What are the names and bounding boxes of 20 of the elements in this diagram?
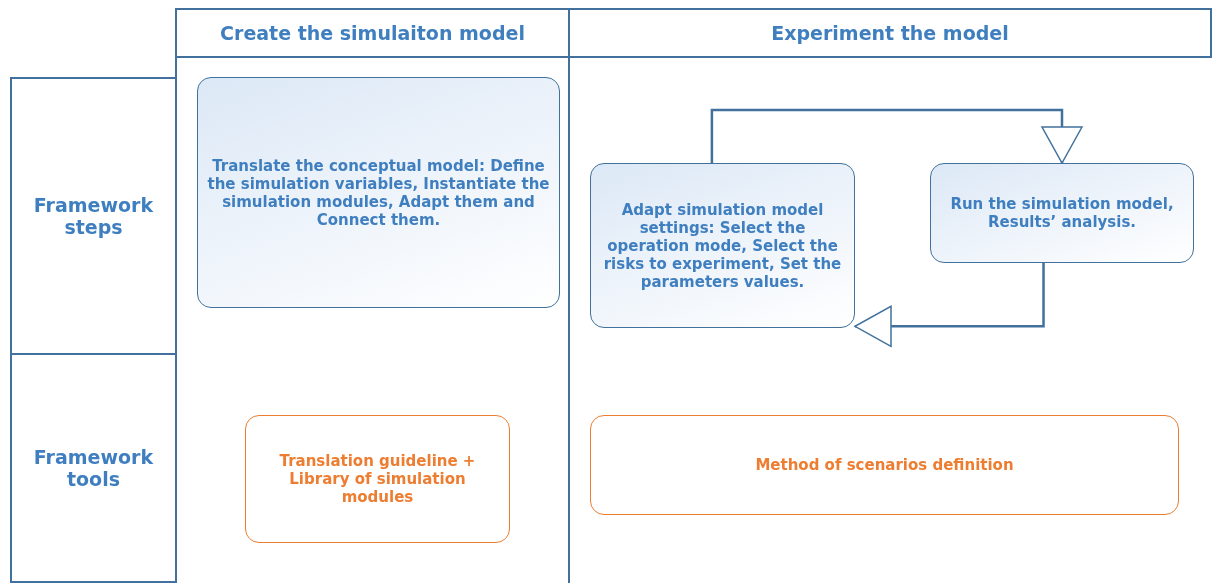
- row-header-text: Framework steps: [32, 194, 155, 238]
- arrow: [854, 263, 1045, 348]
- row-header: [10, 353, 177, 583]
- header-text: Create the simulaiton model: [220, 22, 525, 44]
- tool-text: Method of scenarios definition: [755, 456, 1014, 474]
- tool-box: [245, 415, 510, 543]
- step-text: Adapt simulation model settings: Select the operation mode, Select the risks to experiment, Set the parameters values.: [602, 200, 843, 291]
- header-text: Experiment the model: [771, 22, 1009, 44]
- step-box: [930, 163, 1194, 263]
- step-box: [197, 77, 560, 308]
- step-text: Translate the conceptual model: Define the simulation variables, Instantiate the simulation modules, Adapt them and Connect them.: [206, 156, 551, 229]
- row-header: [10, 77, 177, 355]
- step-text: Run the simulation model, Results’ analysis.: [949, 195, 1175, 231]
- column-header: [175, 8, 570, 58]
- tool-box: [590, 415, 1179, 515]
- step-box: [590, 163, 855, 328]
- arrow: [710, 108, 1083, 164]
- tool-text: Translation guideline + Library of simulation modules: [278, 452, 477, 506]
- column-header: [568, 8, 1212, 58]
- row-header-text: Framework tools: [32, 446, 155, 490]
